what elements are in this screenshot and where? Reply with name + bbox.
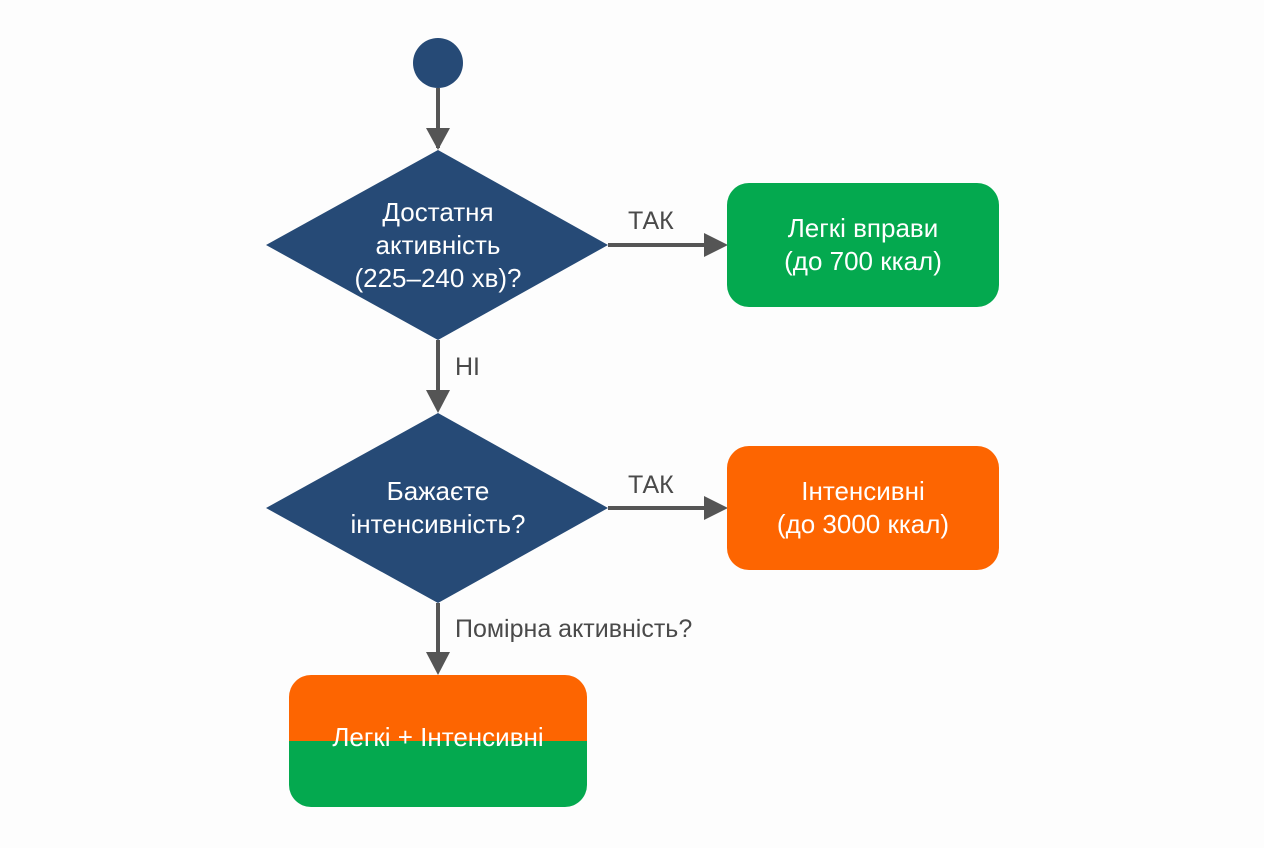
label-yes-2: ТАК	[628, 471, 674, 499]
combined-exercise-label: Легкі + Інтенсивні	[332, 721, 544, 752]
label-yes-1: ТАК	[628, 207, 674, 235]
arrowhead-decision2-to-combined	[426, 652, 450, 675]
label-moderate: Помірна активність?	[455, 615, 693, 643]
arrowhead-decision1-to-decision2	[426, 390, 450, 413]
decision1-text: Достатня активність (225–240 хв)?	[288, 196, 588, 295]
decision1-line3: (225–240 хв)?	[354, 263, 522, 293]
arrowhead-decision2-to-intense	[704, 496, 728, 520]
arrowhead-decision1-to-light	[704, 233, 728, 257]
intense-exercise-box: Інтенсивні (до 3000 ккал)	[727, 446, 999, 570]
light-exercise-box: Легкі вправи (до 700 ккал)	[727, 183, 999, 307]
intense-exercise-line2: (до 3000 ккал)	[776, 509, 950, 539]
light-exercise-line2: (до 700 ккал)	[784, 246, 942, 276]
decision2-diamond	[266, 413, 608, 603]
combined-exercise-box: Легкі + Інтенсивні	[289, 675, 587, 807]
decision2-line2: інтенсивність?	[350, 509, 526, 539]
start-node	[413, 38, 463, 88]
light-exercise-line1: Легкі вправи	[787, 213, 939, 243]
label-no-1: НІ	[455, 353, 480, 381]
decision2-line1: Бажаєте	[386, 476, 490, 506]
arrowhead-start-to-decision1	[426, 128, 450, 150]
decision1-line2: активність	[375, 230, 501, 260]
decision2-text: Бажаєте інтенсивність?	[288, 475, 588, 541]
intense-exercise-line1: Інтенсивні	[801, 476, 925, 506]
decision1-line1: Достатня	[382, 197, 494, 227]
decision1-diamond	[266, 150, 608, 340]
